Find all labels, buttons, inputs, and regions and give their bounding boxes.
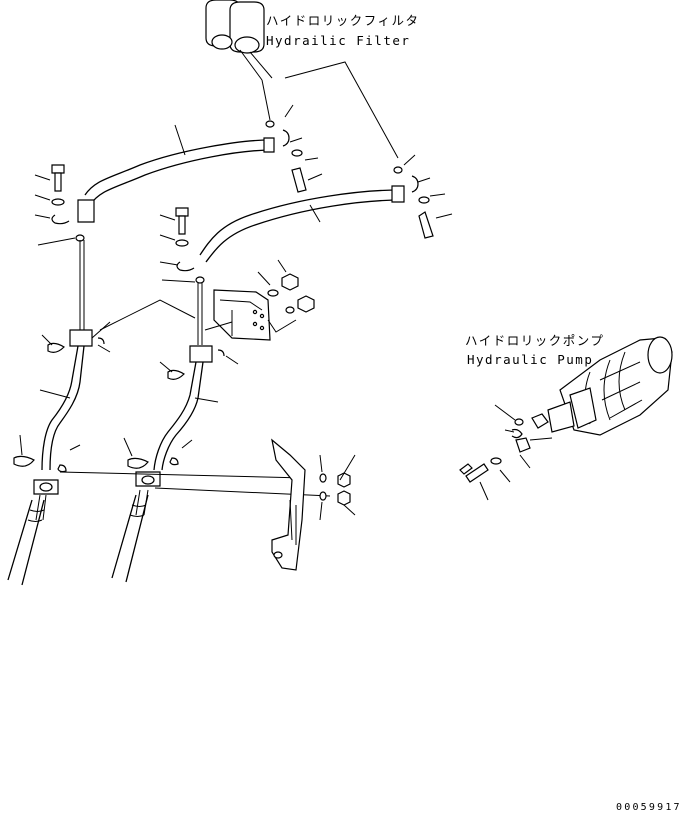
middle-clamp-clip bbox=[159, 361, 185, 380]
plate-nuts-and-washers bbox=[319, 454, 356, 521]
middle-pipe-flange-upper bbox=[189, 345, 239, 365]
middle-flange-lower bbox=[135, 471, 161, 487]
filter-leader-line-right bbox=[284, 61, 399, 159]
left-flange-lower bbox=[33, 479, 59, 495]
middle-suction-hose bbox=[111, 489, 149, 583]
left-lower-clamp bbox=[13, 434, 81, 473]
left-bolt-and-clamp-stack bbox=[34, 164, 85, 246]
middle-lower-pipe bbox=[153, 361, 197, 471]
filter-label-en: Hydrailic Filter bbox=[266, 33, 410, 48]
filter-fitting-parts-left bbox=[265, 104, 323, 193]
filter-leader-line-left bbox=[261, 79, 271, 121]
pump-label-jp: ハイドロリックポンプ bbox=[465, 333, 604, 348]
left-lower-pipe bbox=[41, 345, 79, 471]
hydraulic-filter-part bbox=[205, 0, 273, 81]
bracket-nuts-and-washers bbox=[257, 259, 315, 333]
middle-lower-clamp bbox=[123, 437, 193, 469]
left-pipe-flange-upper bbox=[69, 321, 111, 353]
filter-fitting-parts-right bbox=[393, 154, 453, 239]
upper-right-hose bbox=[199, 185, 405, 263]
pump-label-en: Hydraulic Pump bbox=[467, 352, 593, 367]
mounting-bracket bbox=[204, 289, 271, 341]
left-suction-hose bbox=[7, 494, 47, 586]
left-clamp-clip bbox=[41, 334, 65, 353]
pump-fitting-parts bbox=[459, 404, 553, 501]
middle-bolt-and-clamp-stack bbox=[159, 207, 205, 284]
middle-vertical-pipe bbox=[197, 282, 203, 345]
bent-support-plate bbox=[271, 438, 306, 571]
drawing-number: 00059917 bbox=[616, 802, 682, 813]
filter-label-jp: ハイドロリックフィルタ bbox=[266, 13, 420, 28]
hydraulic-pump-part bbox=[547, 336, 673, 436]
upper-left-hose bbox=[77, 124, 275, 223]
left-vertical-pipe bbox=[79, 240, 85, 330]
